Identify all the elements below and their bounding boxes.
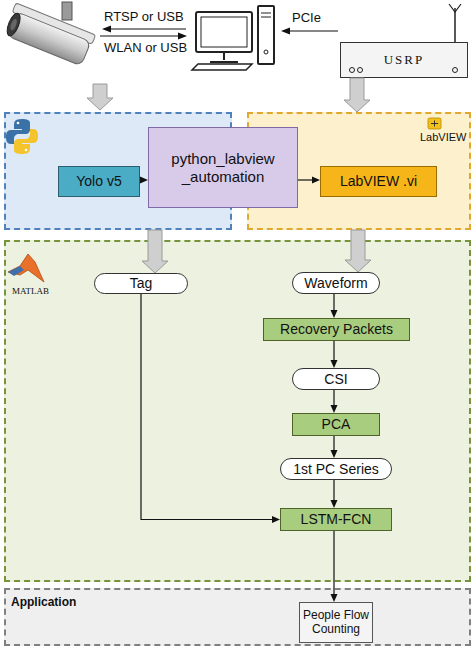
camera-icon: [3, 2, 95, 67]
computer-icon: [192, 6, 274, 70]
data-pill: Waveform: [292, 272, 380, 294]
box-label: 1st PC Series: [293, 461, 379, 477]
process-box: Recovery Packets: [263, 318, 410, 341]
link-label: PCIe: [292, 10, 321, 25]
matlab-panel: MATLAB Tag WaveformRecovery PacketsCSI PCA 1…: [4, 240, 471, 582]
box-label: PCA: [322, 416, 351, 432]
box-label: CSI: [324, 371, 347, 387]
link-arrow: [100, 26, 338, 40]
box-label: LabVIEW .vi: [340, 173, 417, 189]
block-arrow: [344, 78, 370, 112]
link-label: WLAN or USB: [104, 40, 187, 55]
process-box: Yolo v5: [58, 166, 140, 197]
panel-title: MATLAB: [12, 286, 49, 296]
process-box: LabVIEW .vi: [320, 166, 437, 197]
data-pill: Tag: [94, 273, 188, 294]
panel-title: Application: [11, 595, 76, 609]
data-pill: CSI: [292, 368, 380, 390]
panel-title: LabVIEW: [420, 131, 466, 143]
process-box: PCA: [292, 413, 380, 436]
application-panel: ApplicationPeople Flow Counting: [4, 588, 471, 646]
box-label: Yolo v5: [76, 173, 121, 189]
box-label: Tag: [130, 275, 153, 291]
link-label: RTSP or USB: [104, 9, 184, 24]
process-box: python_labview _automation: [148, 127, 298, 208]
box-label: People Flow Counting: [300, 609, 372, 637]
box-label: USRP: [384, 53, 425, 68]
device-box: USRP: [340, 42, 468, 78]
box-label: python_labview _automation: [164, 150, 282, 185]
box-label: LSTM-FCN: [301, 511, 372, 527]
box-label: Recovery Packets: [280, 321, 393, 337]
process-box: LSTM-FCN: [280, 508, 392, 531]
data-pill: 1st PC Series: [280, 458, 392, 480]
process-box: People Flow Counting: [299, 602, 373, 643]
box-label: Waveform: [304, 275, 367, 291]
block-arrow: [87, 84, 113, 110]
